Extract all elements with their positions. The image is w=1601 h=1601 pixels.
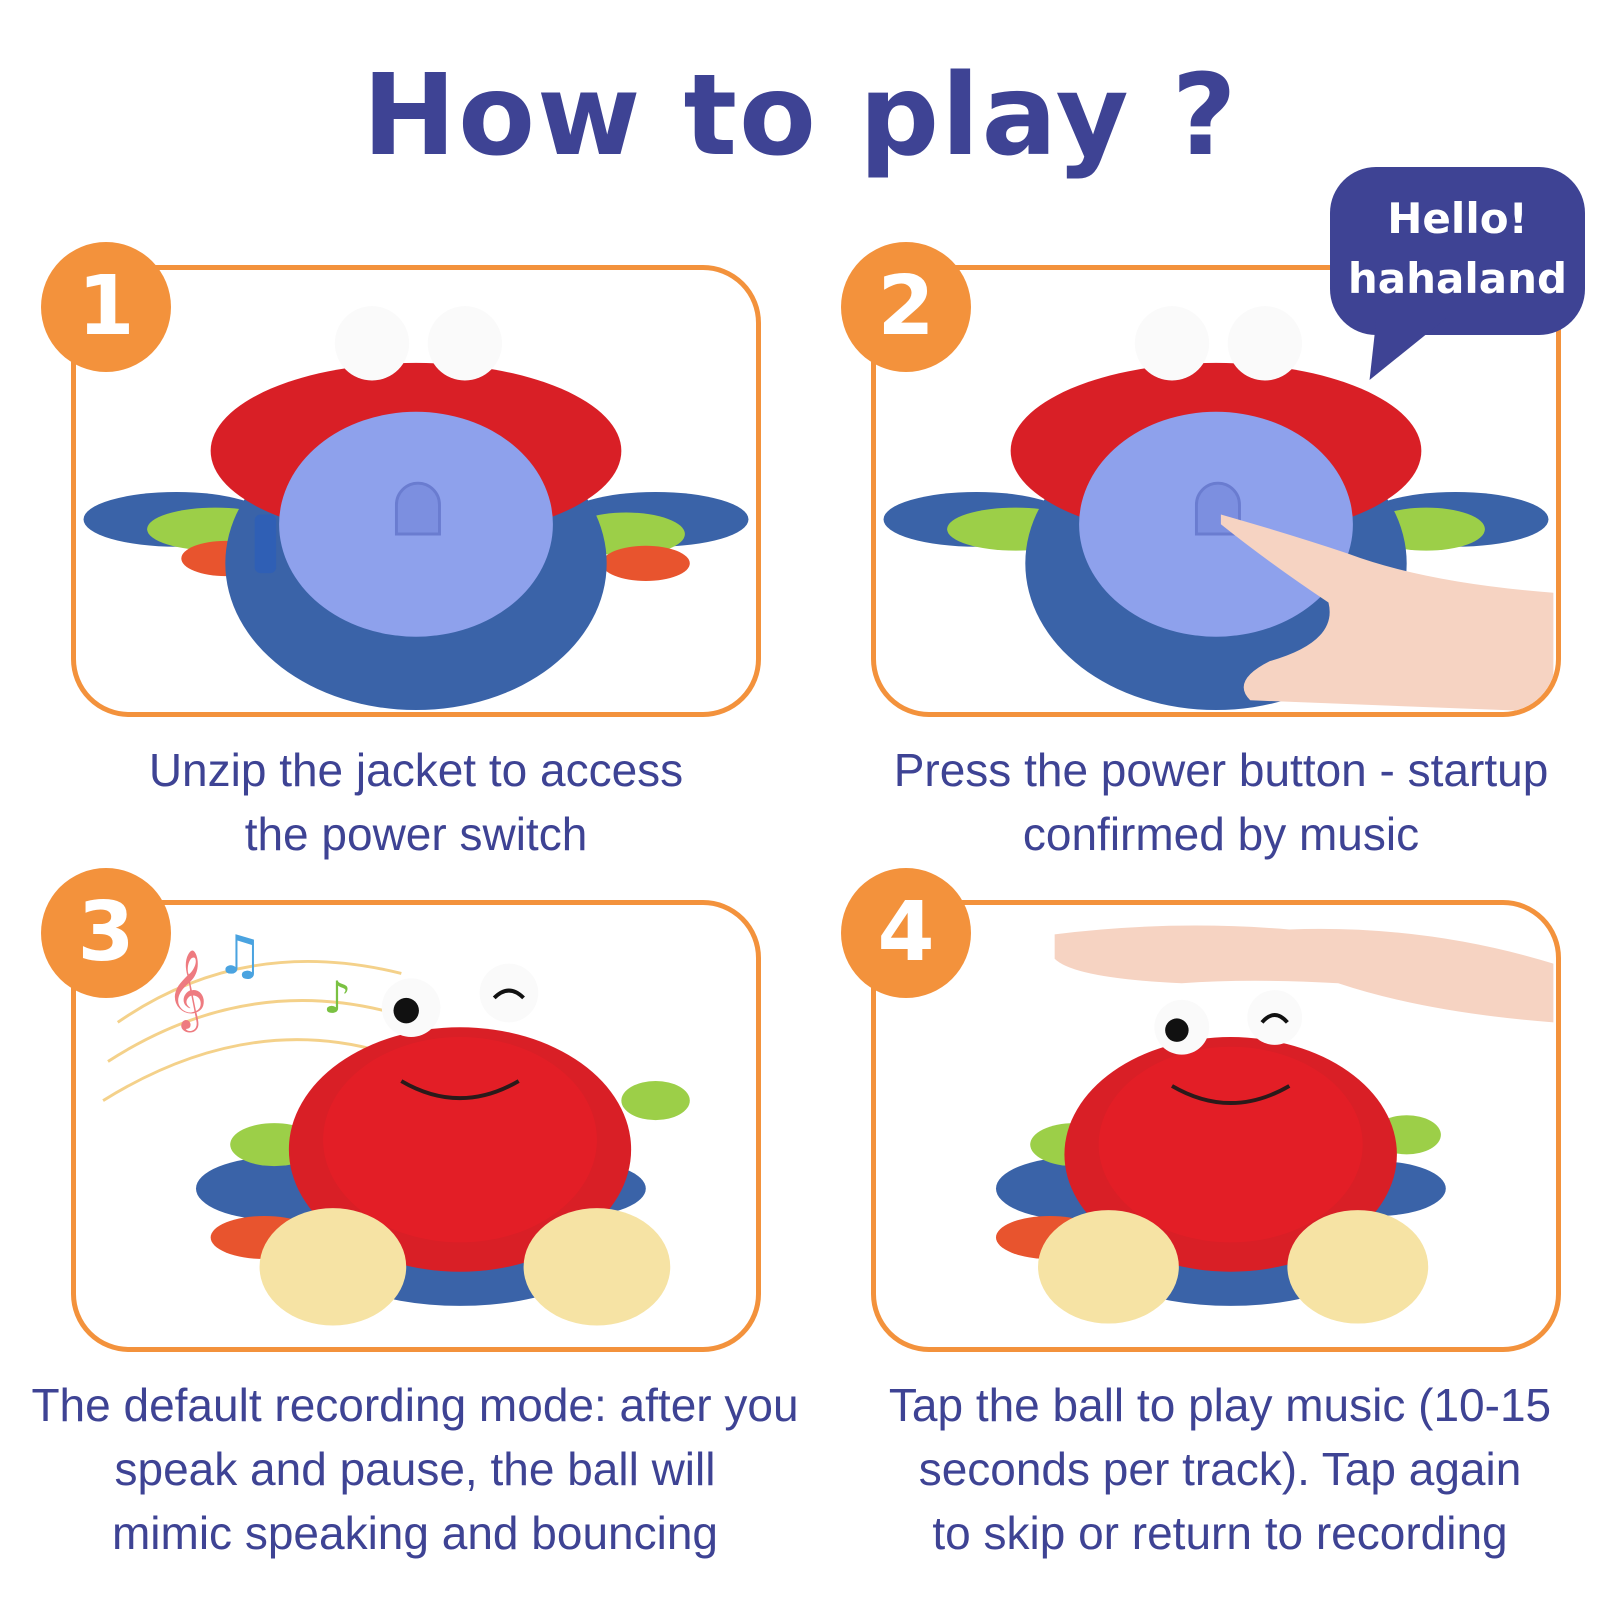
caption-line: Tap the ball to play music (10-15 <box>888 1379 1552 1431</box>
unzipped-crab-image <box>83 306 749 711</box>
bubble-line-2: hahaland <box>1347 254 1568 303</box>
svg-text:𝄞: 𝄞 <box>167 950 207 1033</box>
svg-text:♪: ♪ <box>323 973 351 1024</box>
caption-line: the power switch <box>244 808 588 860</box>
step-4-panel <box>871 900 1561 1352</box>
step-1-panel <box>71 265 761 717</box>
speech-bubble: Hello! hahaland <box>1330 167 1585 335</box>
caption-line: confirmed by music <box>1022 808 1420 860</box>
step-3-badge: 3 <box>41 868 171 998</box>
step-3-panel: 𝄞 ♫ ♪ <box>71 900 761 1352</box>
caption-line: Press the power button - startup <box>893 744 1549 796</box>
step-4-badge: 4 <box>841 868 971 998</box>
step-3-caption: The default recording mode: after you sp… <box>20 1373 810 1565</box>
caption-line: The default recording mode: after you <box>31 1379 799 1431</box>
caption-line: speak and pause, the ball will <box>114 1443 716 1495</box>
step-4-caption: Tap the ball to play music (10-15 second… <box>860 1373 1580 1565</box>
step-1-badge: 1 <box>41 242 171 372</box>
svg-text:♫: ♫ <box>216 923 264 986</box>
page-title: How to play ? <box>362 51 1239 181</box>
caption-line: seconds per track). Tap again <box>918 1443 1522 1495</box>
step-2-caption: Press the power button - startup confirm… <box>871 738 1571 866</box>
caption-line: Unzip the jacket to access <box>148 744 684 796</box>
bubble-line-1: Hello! <box>1387 194 1528 243</box>
hand-over-crab-image <box>995 925 1554 1324</box>
caption-line: mimic speaking and bouncing <box>111 1507 719 1559</box>
step-2-badge: 2 <box>841 242 971 372</box>
step-1-caption: Unzip the jacket to access the power swi… <box>71 738 761 866</box>
step-2-panel <box>871 265 1561 717</box>
singing-crab-image: 𝄞 ♫ ♪ <box>102 923 690 1326</box>
press-power-button-image <box>883 306 1554 712</box>
caption-line: to skip or return to recording <box>932 1507 1508 1559</box>
